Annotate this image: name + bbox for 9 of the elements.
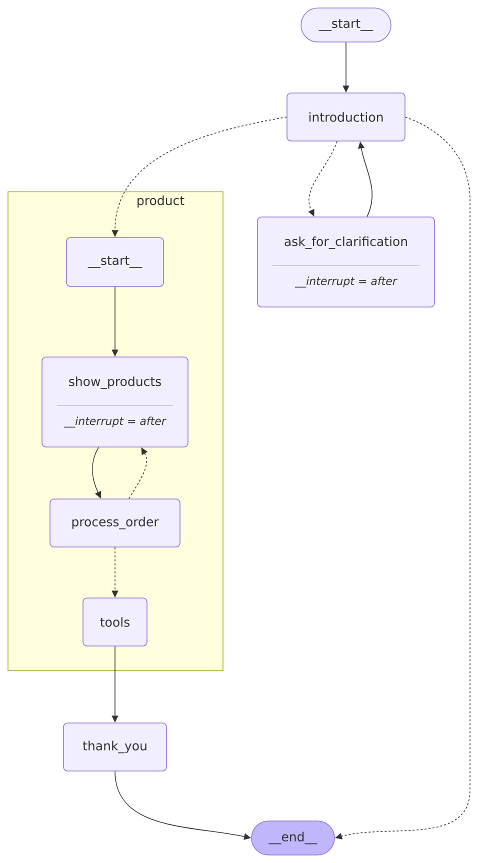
process-box: thank_you	[63, 722, 167, 772]
end-pill: __end__	[251, 820, 335, 856]
process-box: show_products __interrupt = after	[42, 356, 188, 448]
process-box: tools	[82, 598, 148, 646]
process-box: __start__	[66, 237, 164, 287]
process-box: process_order	[50, 498, 180, 548]
process-box: ask_for_clarification __interrupt = after	[257, 216, 435, 308]
process-box: introduction	[286, 92, 406, 142]
start-pill: __start__	[300, 8, 392, 42]
